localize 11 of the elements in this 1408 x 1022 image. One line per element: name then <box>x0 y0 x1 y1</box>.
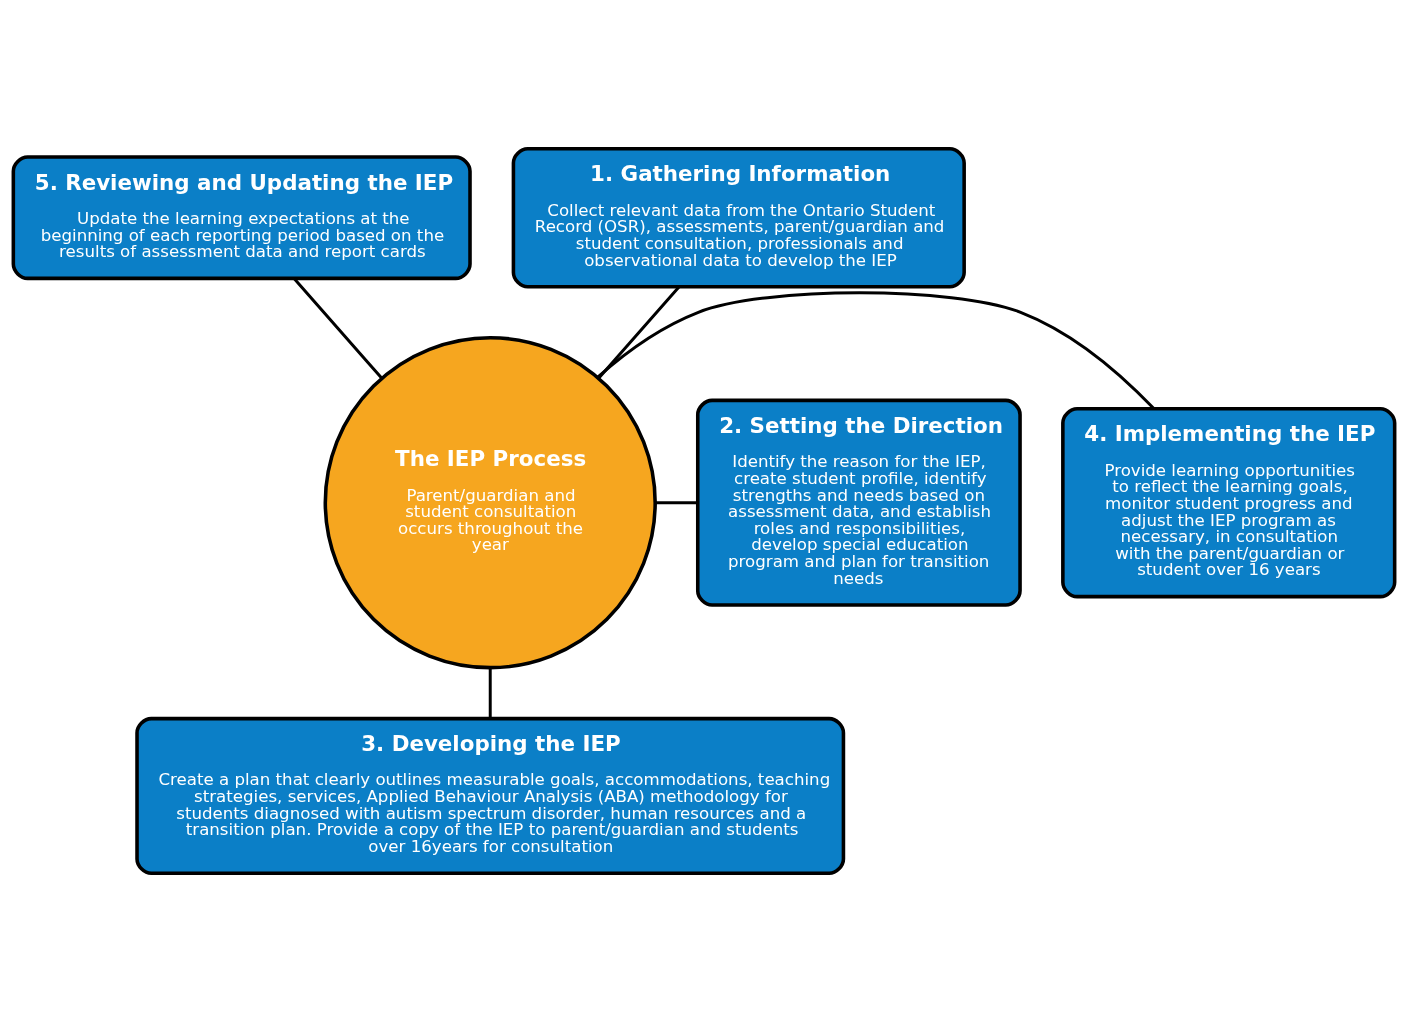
node-box: 1. Gathering Information Collect relevant data from the Ontario Student Record (OSR), assessments, parent/guardian and student consultation, professionals and observational data to develop the IEP <box>511 146 966 289</box>
node-box: 5. Reviewing and Updating the IEP Update the learning expectations at the beginning of each reporting period based on the results of assessment data and report cards <box>11 155 472 281</box>
connector <box>292 277 383 379</box>
node-box: 2. Setting the Direction Identify the reason for the IEP, create student profile, identify strengths and needs based on assessment data, and establish roles and responsibilities, develop special education program and plan for transition needs <box>695 398 1022 607</box>
node-box: 4. Implementing the IEP Provide learning opportunities to reflect the learning goals, monitor student progress and adjust the IEP program as necessary, in consultation with the parent/guardian or student over 16 years <box>1061 406 1397 599</box>
node-box: 3. Developing the IEP Create a plan that clearly outlines measurable goals, accommodations, teaching strategies, services, Applied Behaviour Analysis (ABA) methodology for students diagnosed with autism spectrum disorder, human resources and a transition plan. Provide a copy of the IEP to parent/guardian and students over 16years for consultation <box>135 716 846 876</box>
connector <box>655 501 698 505</box>
connector <box>596 291 1155 410</box>
connector <box>597 286 681 380</box>
node-circle: The IEP Process Parent/guardian and student consultation occurs throughout the year <box>323 335 657 670</box>
connector <box>488 667 492 719</box>
